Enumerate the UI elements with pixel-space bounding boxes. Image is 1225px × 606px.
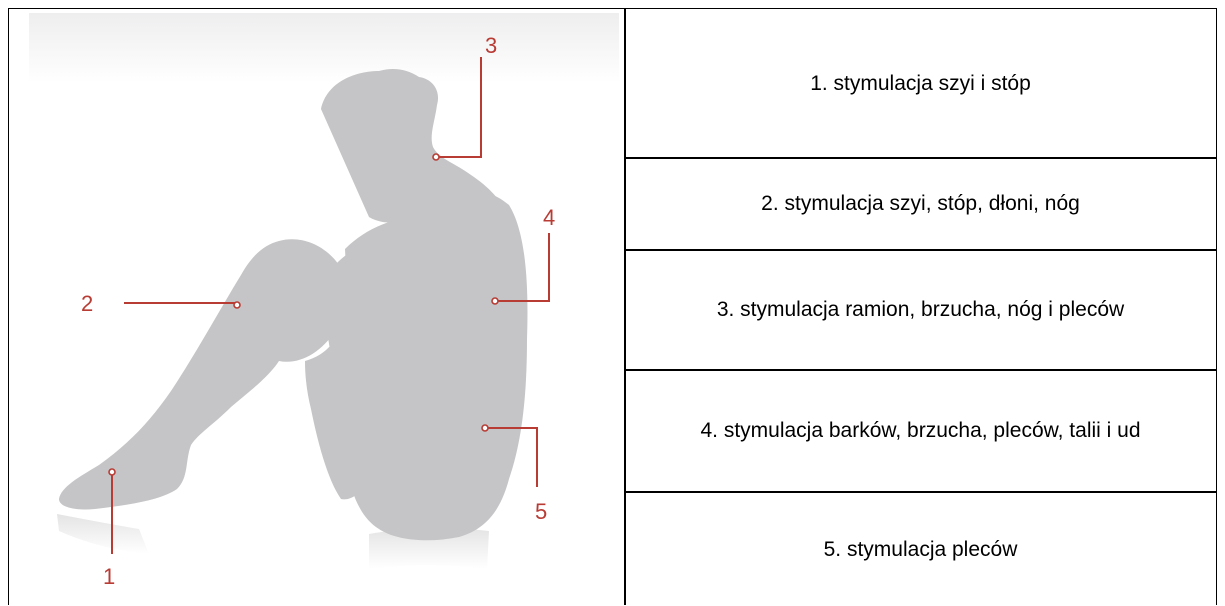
legend-row: 2. stymulacja szyi, stóp, dłoni, nóg xyxy=(625,159,1216,249)
callout-number-5: 5 xyxy=(535,499,547,524)
callout-number-3: 3 xyxy=(485,33,497,58)
legend-row-label: 4. stymulacja barków, brzucha, pleców, t… xyxy=(700,419,1140,443)
callout-number-2: 2 xyxy=(81,291,93,316)
legend-row-label: 5. stymulacja pleców xyxy=(824,538,1018,562)
callout-dot-4 xyxy=(492,298,498,304)
legend-row-label: 1. stymulacja szyi i stóp xyxy=(810,72,1031,96)
callout-dot-2 xyxy=(234,302,240,308)
legend-row-label: 2. stymulacja szyi, stóp, dłoni, nóg xyxy=(761,192,1080,216)
callout-number-1: 1 xyxy=(103,564,115,589)
figure-cell: 1 2 3 4 5 xyxy=(9,9,624,605)
callout-dot-1 xyxy=(109,469,115,475)
background-fade xyxy=(29,13,619,83)
silhouette xyxy=(59,69,527,540)
callout-dot-3 xyxy=(433,154,439,160)
legend-row: 5. stymulacja pleców xyxy=(625,493,1216,606)
legend-row: 3. stymulacja ramion, brzucha, nóg i ple… xyxy=(625,251,1216,369)
callout-number-4: 4 xyxy=(543,205,555,230)
legend-row: 4. stymulacja barków, brzucha, pleców, t… xyxy=(625,371,1216,491)
legend-row: 1. stymulacja szyi i stóp xyxy=(625,9,1216,158)
diagram-frame: 1 2 3 4 5 1. stymulacja szyi i stóp 2. s… xyxy=(8,8,1217,605)
legend-table: 1. stymulacja szyi i stóp 2. stymulacja … xyxy=(625,9,1216,605)
body-silhouette-diagram: 1 2 3 4 5 xyxy=(9,9,624,605)
callout-dot-5 xyxy=(482,425,488,431)
floor-reflection xyxy=(57,514,149,554)
legend-row-label: 3. stymulacja ramion, brzucha, nóg i ple… xyxy=(717,298,1124,322)
